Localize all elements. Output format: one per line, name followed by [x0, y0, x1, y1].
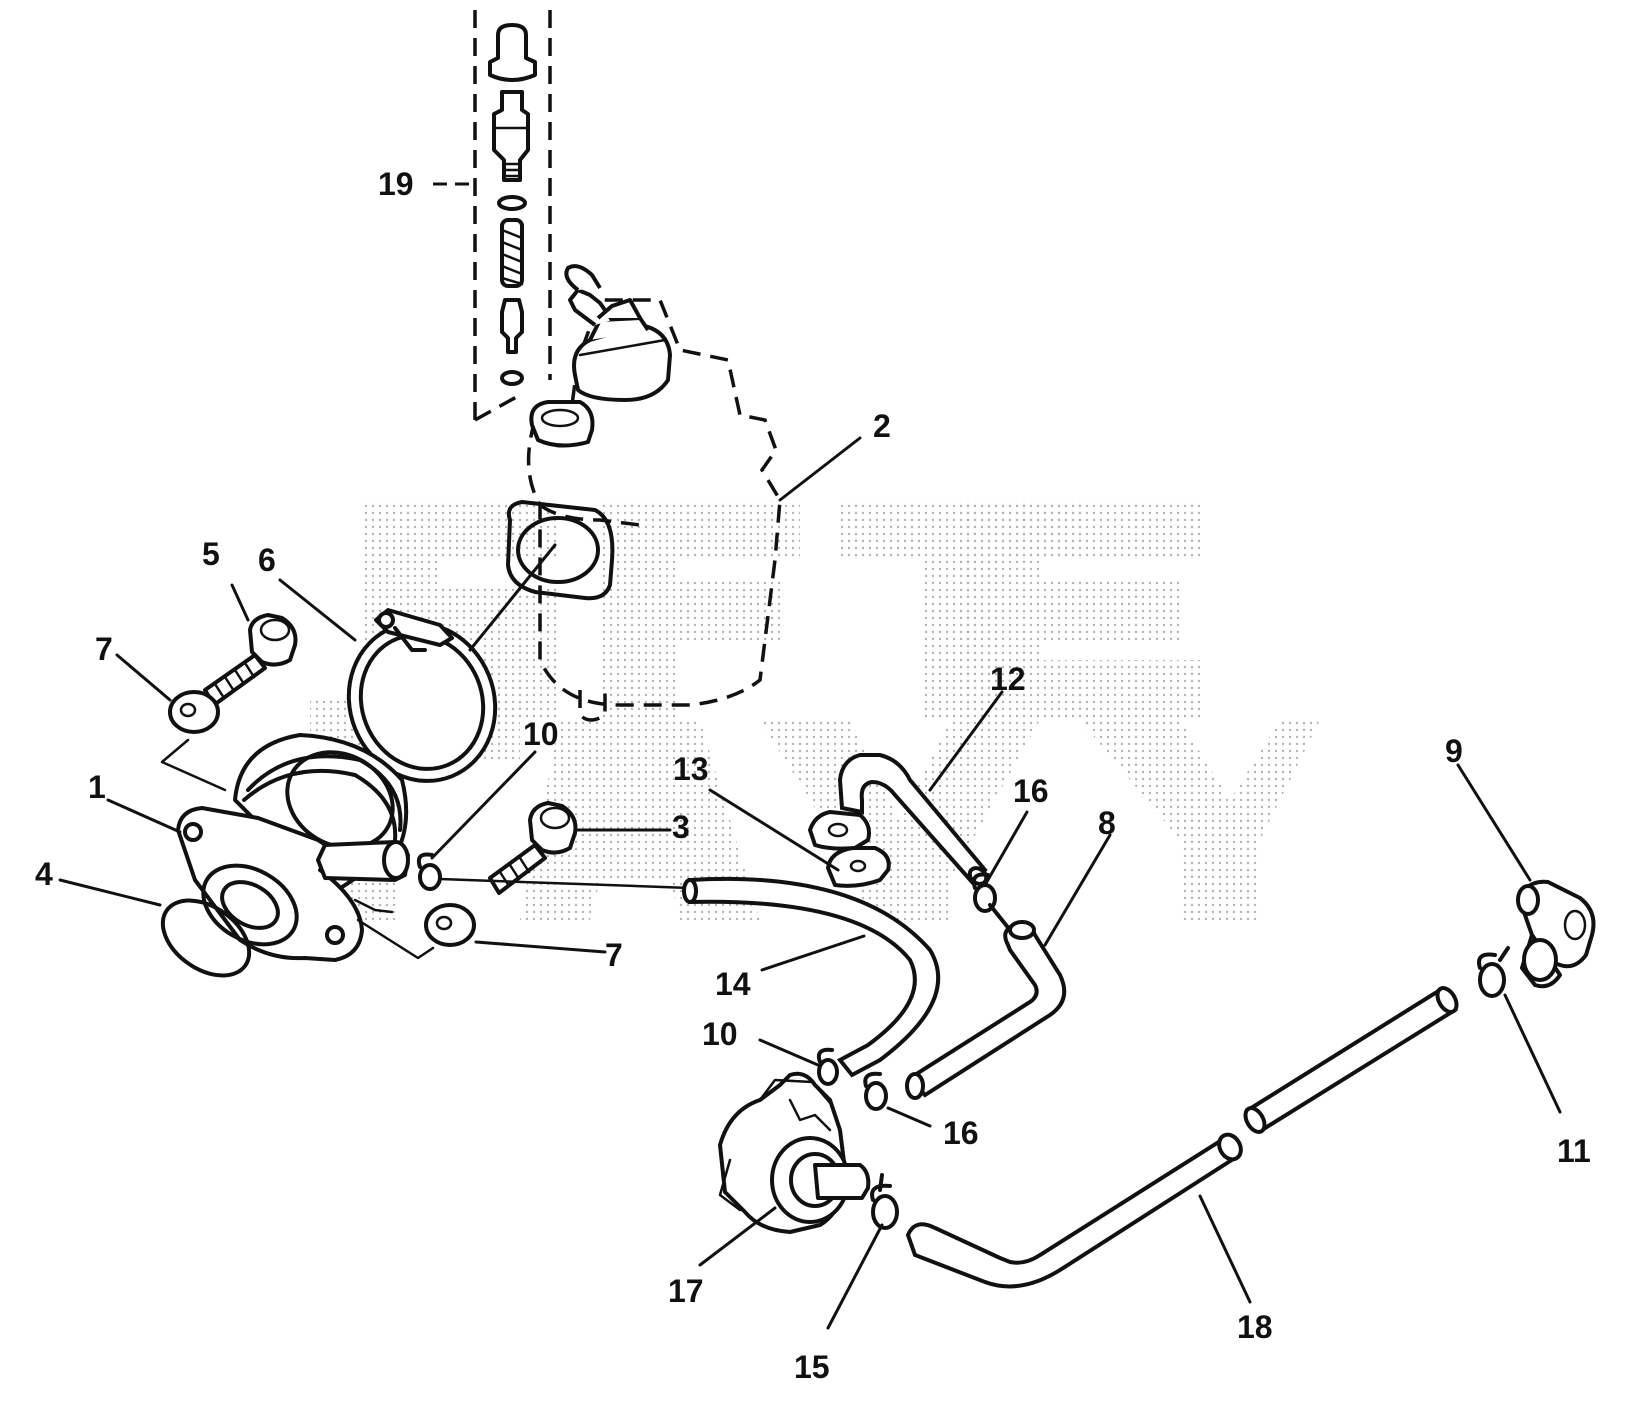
callout-12: 12	[990, 661, 1026, 697]
callout-19: 19	[378, 166, 414, 202]
part-7-washer-upper	[160, 690, 227, 792]
leader-lines	[58, 436, 1562, 1330]
callout-14: 14	[715, 966, 751, 1002]
callout-4: 4	[35, 856, 53, 892]
callout-11: 11	[1557, 1133, 1591, 1169]
callout-18: 18	[1237, 1309, 1273, 1345]
part-6-clamp-ring	[346, 608, 498, 783]
callout-16-lower: 16	[943, 1115, 979, 1151]
part-5-screw	[203, 613, 298, 707]
part-4-o-ring	[160, 898, 252, 978]
callout-2: 2	[873, 408, 891, 444]
part-16-clip-lower	[863, 1071, 888, 1111]
part-9-elbow-fitting	[1516, 879, 1596, 989]
part-15-clip	[870, 1173, 899, 1230]
part-18-hose	[905, 986, 1459, 1289]
part-11-clip	[1477, 946, 1510, 998]
part-10-clip-upper	[416, 852, 692, 891]
callout-13: 13	[673, 751, 709, 787]
callout-10-upper: 10	[523, 716, 559, 752]
part-10-clip-lower	[816, 1047, 839, 1086]
part-8-elbow-hose	[905, 920, 1067, 1100]
callout-16-upper: 16	[1013, 773, 1049, 809]
callout-8: 8	[1098, 805, 1116, 841]
callout-15: 15	[794, 1349, 830, 1385]
callout-3: 3	[672, 809, 690, 845]
callout-7-lower: 7	[605, 937, 623, 973]
callout-labels: 19 2 5 6 7 1 4 10 3 7 13 12 16 8 9 14 10…	[35, 166, 1591, 1385]
part-13-gasket	[826, 846, 891, 888]
callout-6: 6	[258, 542, 276, 578]
callout-5: 5	[202, 536, 220, 572]
callout-10-lower: 10	[702, 1016, 738, 1052]
part-7-washer-lower	[356, 903, 476, 960]
part-12-pipe	[808, 753, 989, 886]
callout-7-upper: 7	[95, 631, 113, 667]
part-17-valve-body	[718, 1071, 871, 1234]
callout-9: 9	[1445, 733, 1463, 769]
callout-1: 1	[88, 769, 106, 805]
callout-17: 17	[668, 1273, 704, 1309]
part-14-hose	[682, 876, 941, 1078]
part-19-valve-assembly	[433, 10, 552, 422]
part-2-carburetor-body	[506, 264, 782, 722]
part-1-flange-adapter	[176, 733, 410, 962]
